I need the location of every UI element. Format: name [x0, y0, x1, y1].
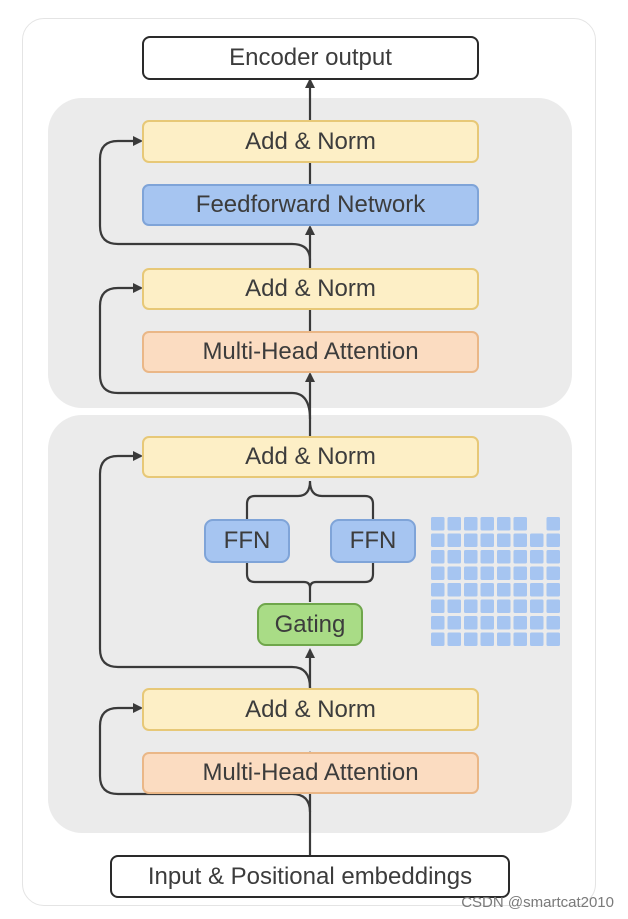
expert-square [464, 550, 478, 564]
expert-square [530, 566, 544, 580]
residual-connection-4 [98, 136, 312, 261]
expert-square [546, 632, 560, 646]
expert-square [480, 517, 494, 531]
ffn-expert-right: FFN [330, 519, 416, 563]
expert-square [431, 583, 445, 597]
expert-square [513, 616, 527, 630]
expert-square [431, 566, 445, 580]
moe-multi-head-attention: Multi-Head Attention [142, 752, 479, 794]
watermark-text: CSDN @smartcat2010 [461, 894, 614, 911]
gating-box: Gating [257, 603, 363, 646]
expert-square [513, 632, 527, 646]
expert-square [513, 517, 527, 531]
expert-square [447, 550, 461, 564]
moe-add-norm-lower: Add & Norm [142, 688, 479, 731]
expert-square [546, 517, 560, 531]
expert-square [530, 599, 544, 613]
expert-square [530, 533, 544, 547]
expert-square [530, 632, 544, 646]
input-embeddings-box: Input & Positional embeddings [110, 855, 510, 898]
residual-connection-2 [98, 451, 312, 689]
expert-square [497, 550, 511, 564]
expert-square [447, 599, 461, 613]
expert-square [431, 517, 445, 531]
top-multi-head-attention: Multi-Head Attention [142, 331, 479, 373]
expert-square [513, 566, 527, 580]
expert-square [431, 632, 445, 646]
experts-merge-brace [245, 480, 375, 519]
expert-square [447, 533, 461, 547]
expert-square [480, 566, 494, 580]
expert-square [546, 566, 560, 580]
gating-split-connector [245, 563, 375, 602]
expert-square [546, 616, 560, 630]
moe-add-norm-upper: Add & Norm [142, 436, 479, 478]
expert-square [480, 632, 494, 646]
expert-square [530, 583, 544, 597]
expert-square [464, 533, 478, 547]
expert-square [513, 533, 527, 547]
expert-square [431, 616, 445, 630]
expert-square [497, 566, 511, 580]
expert-square [464, 583, 478, 597]
expert-square [447, 632, 461, 646]
top-add-norm-upper: Add & Norm [142, 120, 479, 163]
encoder-output-box: Encoder output [142, 36, 479, 80]
expert-square [480, 616, 494, 630]
expert-square [497, 533, 511, 547]
expert-square [480, 583, 494, 597]
expert-square [447, 583, 461, 597]
expert-square [497, 599, 511, 613]
expert-square [546, 550, 560, 564]
expert-square [546, 599, 560, 613]
expert-square [431, 533, 445, 547]
expert-square [480, 533, 494, 547]
expert-square [513, 550, 527, 564]
expert-square [546, 583, 560, 597]
expert-square [497, 632, 511, 646]
expert-square [464, 616, 478, 630]
expert-square [480, 599, 494, 613]
top-add-norm-lower: Add & Norm [142, 268, 479, 310]
expert-square [431, 550, 445, 564]
residual-connection-3 [98, 283, 312, 420]
ffn-expert-left: FFN [204, 519, 290, 563]
expert-square [447, 566, 461, 580]
expert-square [464, 566, 478, 580]
expert-square [497, 517, 511, 531]
feedforward-network-box: Feedforward Network [142, 184, 479, 226]
expert-square [464, 632, 478, 646]
expert-square [447, 616, 461, 630]
expert-square [530, 550, 544, 564]
expert-square [513, 583, 527, 597]
expert-square [480, 550, 494, 564]
residual-connection-1 [98, 703, 312, 813]
expert-square [431, 599, 445, 613]
expert-square [447, 517, 461, 531]
expert-square [546, 533, 560, 547]
expert-square [464, 517, 478, 531]
grid-of-ffn-experts-icon [431, 517, 560, 646]
expert-square [530, 616, 544, 630]
expert-square [464, 599, 478, 613]
expert-square [497, 583, 511, 597]
expert-square [497, 616, 511, 630]
expert-square [513, 599, 527, 613]
